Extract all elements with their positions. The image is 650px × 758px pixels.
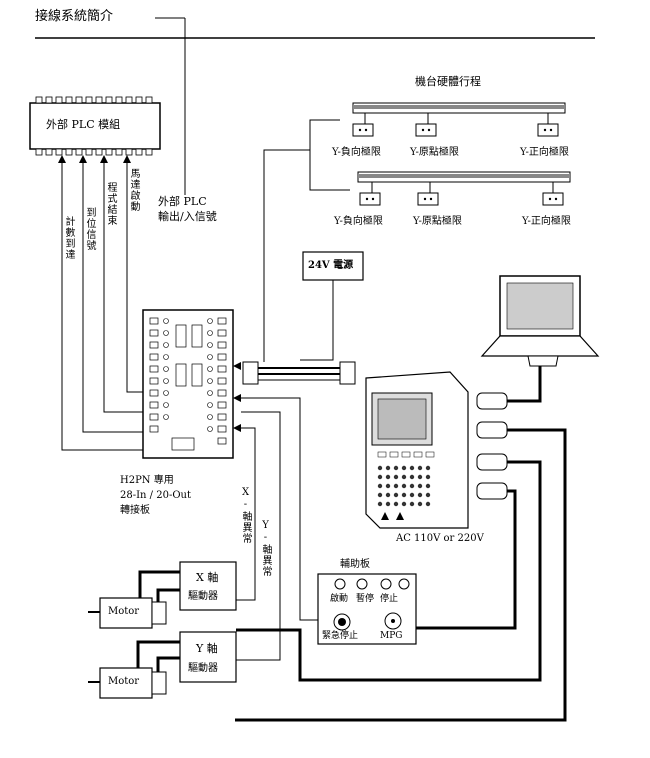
plc-module (29, 96, 161, 156)
plc-io-label-2: 輸出/入信號 (158, 210, 217, 223)
board-label-2: 28-In / 20-Out (120, 490, 191, 501)
aux-button-stop: 停止 (380, 594, 399, 604)
signal-in-position: 到位信號 (84, 207, 95, 251)
rail1-switch-home: Y-原點極限 (410, 147, 459, 158)
machine-title: 機台硬體行程 (415, 75, 481, 88)
x-driver-label-1: X 軸 (196, 571, 219, 584)
aux-button-start: 啟動 (330, 594, 349, 604)
x-driver-label-2: 驅動器 (188, 591, 218, 602)
controller-unit (365, 371, 469, 529)
db-connector (242, 361, 356, 385)
motor-y-label: Motor (108, 676, 140, 687)
rail1-switch-neg: Y-負向極限 (332, 147, 381, 158)
aux-board (317, 573, 417, 645)
aux-estop-label: 緊急停止 (322, 631, 359, 641)
y-driver (179, 631, 237, 683)
motor-x (88, 597, 167, 629)
board-label-1: H2PN 專用 (120, 475, 174, 486)
adapter-board (142, 309, 234, 459)
ac-power-label: AC 110V or 220V (396, 533, 484, 544)
rail-2 (357, 171, 571, 183)
y-driver-label-1: Y 軸 (196, 642, 218, 655)
power-supply-label: 24V 電源 (308, 260, 354, 271)
aux-button-pause: 暫停 (356, 594, 375, 604)
signal-count-reached: 計數到達 (63, 216, 74, 260)
x-axis-fault-label: X-軸異常 (240, 487, 251, 544)
plc-io-label-1: 外部 PLC (158, 195, 207, 208)
motor-y (88, 667, 167, 699)
rail-1 (352, 102, 566, 114)
signal-motor-start: 馬達啟動 (128, 168, 139, 212)
board-label-3: 轉接板 (120, 505, 150, 516)
signal-program-end: 程式結束 (105, 182, 116, 226)
rail2-switch-neg: Y-負向極限 (334, 216, 383, 227)
plc-module-label: 外部 PLC 模組 (46, 118, 121, 131)
y-axis-fault-label: Y-軸異常 (260, 520, 271, 577)
page-title: 接線系統簡介 (35, 9, 114, 24)
y-driver-label-2: 驅動器 (188, 663, 218, 674)
rail1-switch-pos: Y-正向極限 (520, 147, 569, 158)
aux-mpg-label: MPG (380, 631, 403, 641)
rail2-switch-home: Y-原點極限 (413, 216, 462, 227)
laptop (480, 275, 600, 367)
motor-x-label: Motor (108, 606, 140, 617)
rail2-switch-pos: Y-正向極限 (522, 216, 571, 227)
x-driver (179, 561, 237, 611)
power-supply (302, 251, 364, 281)
aux-board-title: 輔助板 (340, 559, 370, 570)
